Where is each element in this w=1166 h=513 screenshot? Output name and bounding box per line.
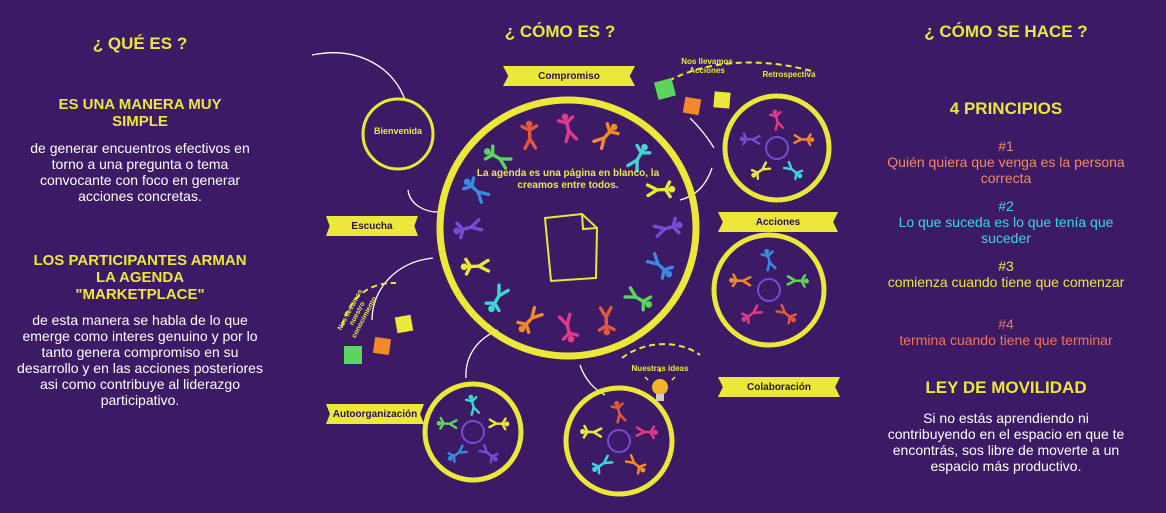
- arrow-agenda-colaboracion: [579, 364, 606, 396]
- sticky-notes-conocimiento: [344, 314, 414, 364]
- principle-3: #3 comienza cuando tiene que comenzar: [876, 258, 1136, 290]
- ley-movilidad-title: LEY DE MOVILIDAD: [925, 378, 1087, 397]
- principle-2-text: Lo que suceda es lo que tenía que sucede…: [898, 214, 1114, 246]
- principle-1: #1 Quién quiera que venga es la persona …: [876, 138, 1136, 186]
- person-figure-icon: [516, 305, 544, 335]
- person-figure-icon: [488, 417, 510, 431]
- person-figure-icon: [750, 161, 772, 180]
- person-figure-icon: [645, 180, 676, 199]
- person-figure-icon: [768, 109, 785, 131]
- group-center-2: [757, 278, 781, 302]
- person-figure-icon: [652, 216, 683, 239]
- arrow-agenda-conocimiento: [371, 257, 434, 321]
- person-figure-icon: [793, 133, 815, 147]
- person-figure-icon: [645, 252, 675, 280]
- person-figure-icon: [740, 304, 763, 325]
- person-figure-icon: [483, 144, 513, 170]
- group-center-1: [765, 136, 789, 160]
- block1-title: ES UNA MANERA MUY SIMPLE: [58, 96, 222, 130]
- arrow-start: [311, 52, 406, 101]
- people-figures: [436, 109, 815, 475]
- como-se-hace-heading: ¿ CÓMO SE HACE ?: [924, 22, 1088, 41]
- person-figure-icon: [782, 160, 804, 181]
- group-center-3: [461, 420, 485, 444]
- person-figure-icon: [775, 303, 798, 325]
- retrospectiva-label: Retrospectiva: [762, 70, 816, 79]
- bienvenida-label: Bienvenida: [373, 126, 422, 136]
- principle-2: #2 Lo que suceda es lo que tenía que suc…: [876, 198, 1136, 246]
- person-figure-icon: [786, 274, 809, 288]
- principle-4-text: termina cuando tiene que terminar: [899, 332, 1113, 348]
- person-figure-icon: [460, 257, 491, 276]
- group-circle-colaboracion: [563, 385, 675, 497]
- block2-body: de esta manera se habla de lo que emerge…: [17, 312, 263, 408]
- banner-autoorganizacion: Autoorganización: [326, 404, 424, 424]
- sticky-notes-acciones: [653, 77, 731, 116]
- person-figure-icon: [597, 305, 616, 336]
- person-figure-icon: [580, 424, 603, 439]
- person-figure-icon: [478, 444, 499, 464]
- principle-2-number: #2: [998, 198, 1014, 214]
- group-circle-acciones: [711, 232, 827, 348]
- nuestras-ideas-label: Nuestras ideas: [631, 364, 689, 373]
- person-figure-icon: [556, 113, 579, 144]
- banner-compromiso: Compromiso: [503, 66, 635, 86]
- principle-1-text: Quién quiera que venga es la persona cor…: [887, 154, 1125, 186]
- person-figure-icon: [739, 132, 761, 146]
- person-figure-icon: [447, 444, 468, 464]
- que-es-heading: ¿ QUÉ ES ?: [92, 34, 188, 53]
- dashed-arc-ideas: [621, 343, 701, 359]
- arrow-agenda-acciones: [679, 167, 713, 201]
- person-figure-icon: [626, 143, 652, 173]
- group-circle-retrospectiva: [722, 93, 832, 203]
- person-figure-icon: [520, 120, 539, 151]
- block1-body: de generar encuentros efectivos en torno…: [30, 140, 250, 204]
- person-figure-icon: [436, 416, 458, 430]
- principle-4: #4 termina cuando tiene que terminar: [876, 316, 1136, 348]
- arrow-bienvenida-agenda: [407, 189, 439, 213]
- agenda-circle: [436, 96, 700, 360]
- person-figure-icon: [557, 312, 580, 343]
- block2-title: LOS PARTICIPANTES ARMAN LA AGENDA "MARKE…: [33, 252, 247, 303]
- person-figure-icon: [635, 425, 658, 440]
- light-bulb-icon: [644, 368, 676, 401]
- banner-escucha: Escucha: [326, 216, 418, 236]
- dashed-arc-acciones: [659, 61, 816, 87]
- person-figure-icon: [760, 248, 777, 272]
- nos-llevamos-acciones-label: Nos llevamos Acciones: [681, 57, 733, 75]
- person-figure-icon: [729, 273, 752, 288]
- principles-title: 4 PRINCIPIOS: [949, 99, 1063, 118]
- person-figure-icon: [591, 454, 614, 475]
- banner-colaboracion: Colaboración: [718, 377, 840, 397]
- person-figure-icon: [624, 454, 647, 475]
- como-es-heading: ¿ CÓMO ES ?: [504, 22, 616, 41]
- person-figure-icon: [592, 121, 620, 151]
- person-figure-icon: [453, 217, 484, 240]
- dashed-arc-conocimiento: [341, 281, 397, 327]
- blank-page-icon: [543, 212, 599, 283]
- bienvenida-circle: [361, 97, 435, 171]
- arrow-retrospectiva: [689, 117, 715, 149]
- person-figure-icon: [623, 286, 653, 312]
- person-figure-icon: [484, 283, 510, 313]
- banner-acciones: Acciones: [718, 212, 838, 232]
- group-center-4: [607, 429, 631, 453]
- person-figure-icon: [610, 400, 627, 424]
- principle-1-number: #1: [998, 138, 1014, 154]
- person-figure-icon: [464, 394, 481, 416]
- principle-4-number: #4: [998, 316, 1014, 332]
- person-figure-icon: [461, 176, 491, 204]
- principle-3-text: comienza cuando tiene que comenzar: [887, 274, 1125, 290]
- principle-3-number: #3: [998, 258, 1014, 274]
- arrow-agenda-autoorganizacion: [465, 329, 499, 379]
- group-circle-autoorganizacion: [422, 381, 524, 483]
- agenda-text: La agenda es una página en blanco, la cr…: [476, 168, 660, 191]
- ley-movilidad-body: Si no estás aprendiendo ni contribuyendo…: [887, 410, 1125, 474]
